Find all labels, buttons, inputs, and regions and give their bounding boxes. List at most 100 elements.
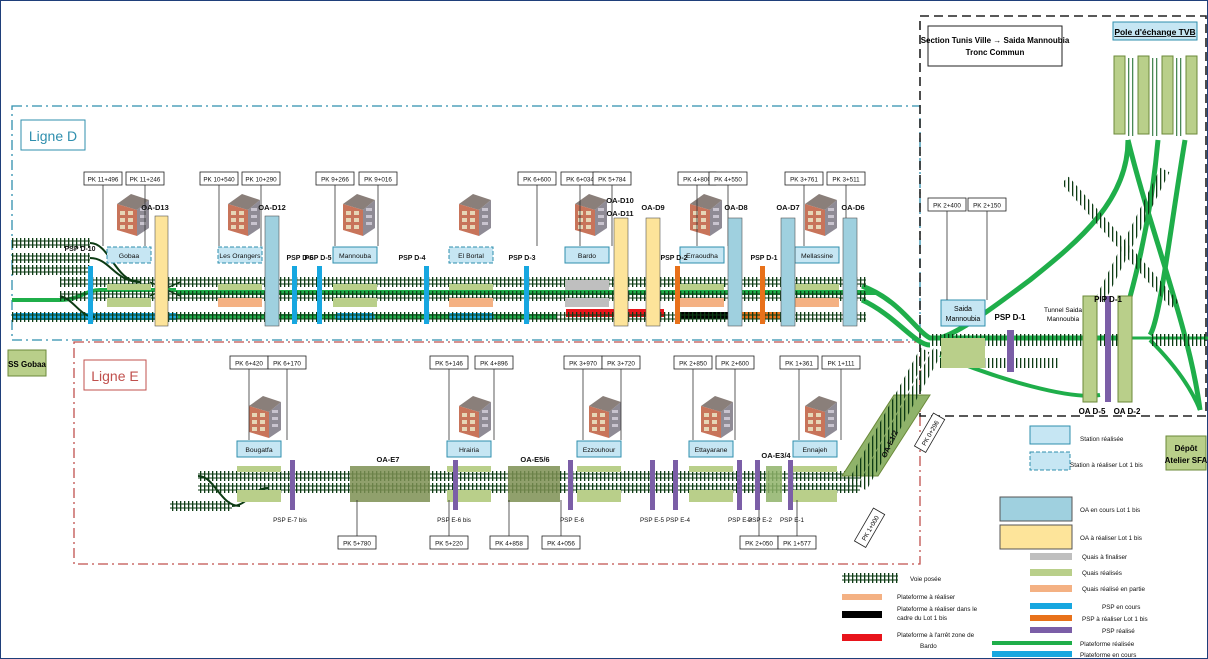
pk-e-top-1: PK 6+170 — [273, 361, 301, 368]
station-d-quai-3 — [449, 298, 493, 307]
section-line1: Section Tunis Ville → Saida Mannoubia — [921, 36, 1070, 45]
depot-line2: Atelier SFA — [1165, 456, 1208, 465]
station-e-label-1: Hrairia — [459, 447, 479, 454]
pk-d-10: PK 4+550 — [714, 177, 742, 184]
station-d-building-5 — [690, 194, 722, 236]
legend-right-swatch-9 — [1030, 627, 1072, 633]
psp-e-label-2: PSP E-6 — [560, 517, 585, 524]
psp-e-bar-5 — [737, 460, 742, 510]
station-d-box-5 — [679, 246, 725, 264]
oa-d-rect-7 — [842, 217, 858, 327]
psp-trunk-label: PSP D-1 — [995, 313, 1027, 322]
oa-d-label-6: OA-D7 — [776, 203, 799, 212]
pk-d-1: PK 11+246 — [130, 177, 161, 184]
saida-line1: Saida — [954, 306, 972, 313]
legend-left-lot1-b: cadre du Lot 1 bis — [897, 615, 947, 622]
legend-right-swatch-7 — [1030, 603, 1072, 609]
pole-label-box — [1112, 21, 1198, 41]
psp-e-bar-2 — [568, 460, 573, 510]
oa-d2-platform — [1117, 295, 1133, 403]
station-d-label-1: Les Orangers — [219, 253, 261, 260]
station-e-quai-3 — [689, 490, 733, 502]
legend-right-label-2: OA en cours Lot 1 bis — [1080, 507, 1140, 514]
legend-right-label-7: PSP en cours — [1102, 604, 1140, 611]
tunnel-line1: Tunnel Saida — [1044, 307, 1082, 314]
pip-bar — [1105, 296, 1111, 402]
depot-line1: Dépôt — [1175, 444, 1198, 453]
oa-d-rect-4 — [645, 217, 661, 327]
station-saida: Saida Mannoubia — [940, 299, 986, 368]
station-e-quai-0 — [237, 490, 281, 502]
legend-right-label-0: Station réalisée — [1080, 436, 1124, 443]
station-e-building-4 — [805, 396, 837, 438]
legend-right-swatch-5 — [1030, 569, 1072, 576]
oa-d-label-1: OA-D12 — [258, 203, 286, 212]
psp-e-label-5: PSP E-3 — [728, 517, 753, 524]
station-e-box-0 — [236, 440, 282, 458]
legend-right-swatch-0 — [1029, 425, 1071, 445]
pk-diag-0: PK 0+296 — [913, 412, 946, 454]
oa-e-label-1: OA-E5/6 — [520, 455, 549, 464]
station-d-quai-2 — [333, 298, 377, 307]
station-d-label-5: Erraoudha — [686, 253, 718, 260]
pk-e-top-9: PK 1+111 — [828, 361, 855, 368]
oa-e-rect-0 — [350, 466, 430, 502]
station-e-label-4: Ennajeh — [803, 447, 828, 454]
pk-d-5: PK 9+016 — [364, 177, 392, 184]
station-e-building-2 — [589, 396, 621, 438]
station-e-box-3 — [688, 440, 734, 458]
psp-d-label-2: PSP D-5 — [304, 255, 331, 262]
oa-e-label-2: OA-E3/4 — [761, 451, 791, 460]
station-d-quai2-6 — [795, 284, 839, 290]
station-d-building-2 — [343, 194, 375, 236]
station-e-building-1 — [459, 396, 491, 438]
legend-left-arret-a: Plateforme à l'arrêt zone de — [897, 632, 975, 639]
oa-d2-label: OA D-2 — [1114, 407, 1141, 416]
depot-box — [1165, 435, 1207, 471]
legend-voie-ties — [842, 573, 898, 583]
legend-right-swatch-8 — [1030, 615, 1072, 621]
psp-e-bar-3 — [650, 460, 655, 510]
pk-e-bot-1: PK 5+220 — [435, 541, 463, 548]
pk-d-3: PK 10+290 — [245, 177, 277, 184]
ligne-e-label-box — [83, 359, 147, 391]
psp-e-bar-6 — [755, 460, 760, 510]
d-track-main2-ties — [60, 291, 866, 301]
oa-d-label-3: OA-D11 — [606, 209, 633, 218]
station-d-quai2-5 — [680, 284, 724, 290]
station-e-building-3 — [701, 396, 733, 438]
legend-left-plat: Plateforme à réaliser — [897, 594, 955, 601]
psp-d-label-0: PSP D-10 — [65, 246, 96, 253]
oa-d-label-2: OA-D10 — [606, 196, 634, 205]
legend-right-label-6: Quais réalisé en partie — [1082, 586, 1146, 593]
legend-right-label-3: OA à réaliser Lot 1 bis — [1080, 535, 1142, 542]
e-diag-track-2 — [857, 347, 943, 491]
pk-e-top-4: PK 3+970 — [569, 361, 597, 368]
d-track-a-ties — [12, 238, 90, 248]
oa-d5-label: OA D-5 — [1079, 407, 1106, 416]
psp-e-bar-1 — [453, 460, 458, 510]
station-d-quai-5 — [680, 298, 724, 307]
legend-right-swatch-4 — [1030, 553, 1072, 560]
station-d-label-0: Gobaa — [119, 253, 140, 260]
pk-diag-1: PK 1+000 — [853, 507, 886, 549]
station-e-building-0 — [249, 396, 281, 438]
pk-e-top-8: PK 1+361 — [785, 361, 813, 368]
pk-e-top-7: PK 2+600 — [721, 361, 749, 368]
legend-right-label-10: Plateforme réalisée — [1080, 641, 1135, 648]
pk-d-13: PK 2+400 — [933, 203, 961, 210]
station-e-label-3: Ettayarane — [695, 447, 728, 454]
tunnel-line2: Mannoubia — [1047, 316, 1080, 323]
section-box — [927, 25, 1063, 67]
oa-e-label-0: OA-E7 — [377, 455, 400, 464]
psp-d-bar-6 — [760, 266, 765, 324]
ss-gobaa-box — [7, 349, 47, 377]
legend-left-voie: Voie posée — [910, 576, 942, 583]
oa-e-rect-1 — [508, 466, 560, 502]
station-d-box-0 — [106, 246, 152, 264]
psp-e-label-1: PSP E-6 bis — [437, 517, 471, 524]
station-e-box-1 — [446, 440, 492, 458]
legend-right-label-1: Station à réaliser Lot 1 bis — [1070, 462, 1143, 469]
pk-e-top-5: PK 3+720 — [607, 361, 635, 368]
